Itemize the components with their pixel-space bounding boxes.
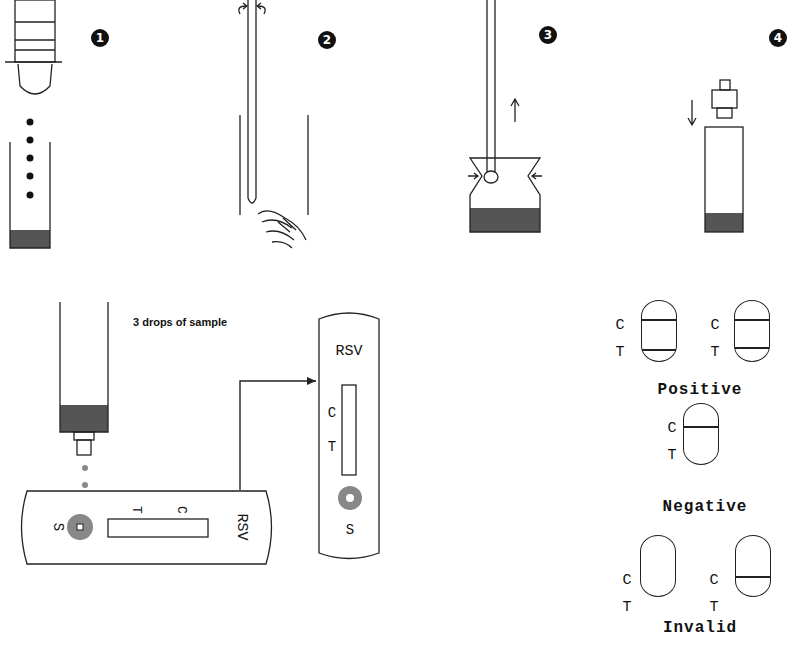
cassette-name: RSV xyxy=(335,344,362,359)
callout-number: 2 xyxy=(318,31,336,49)
cassette-name: RSV xyxy=(234,513,249,540)
tube xyxy=(470,158,540,232)
window-outline xyxy=(734,300,770,362)
window-outline xyxy=(735,535,771,597)
callout-number: 4 xyxy=(769,29,787,47)
control-line-label: C xyxy=(328,406,336,420)
control-line-label: C xyxy=(615,318,624,333)
test-line-label: T xyxy=(622,600,631,615)
window-outline xyxy=(641,300,677,362)
test-line-label: T xyxy=(710,345,719,360)
tube xyxy=(240,115,308,215)
sample-well-label: S xyxy=(346,523,354,537)
window-outline xyxy=(640,535,676,597)
result-band xyxy=(642,319,676,321)
control-line-label: C xyxy=(175,506,188,514)
dropper xyxy=(5,0,62,94)
flow-arrow xyxy=(240,381,316,490)
result-heading: Invalid xyxy=(663,619,737,637)
test-line-label: T xyxy=(130,506,143,514)
result-band xyxy=(642,349,676,351)
callout-number: 1 xyxy=(91,29,109,47)
control-line-label: C xyxy=(710,318,719,333)
test-line-label: T xyxy=(615,345,624,360)
result-window: CT xyxy=(705,535,771,617)
test-line-label: T xyxy=(709,600,718,615)
result-heading: Negative xyxy=(663,498,748,516)
instruction-note: 3 drops of sample xyxy=(133,316,227,328)
result-band xyxy=(735,319,769,321)
result-band xyxy=(735,347,769,349)
result-window: CT xyxy=(663,403,719,465)
result-band xyxy=(736,576,770,578)
window-outline xyxy=(683,403,719,465)
result-band xyxy=(684,426,718,428)
callout-number: 3 xyxy=(539,26,557,44)
result-heading: Positive xyxy=(658,381,743,399)
sample-well-label: S xyxy=(51,523,65,531)
result-window: CT xyxy=(611,300,677,362)
hand xyxy=(258,211,306,248)
result-window: CT xyxy=(706,300,770,362)
tube xyxy=(10,142,50,248)
drops xyxy=(27,119,34,199)
control-line-label: C xyxy=(709,573,718,588)
control-line-label: C xyxy=(667,421,676,436)
test-cassette: RSV C T S xyxy=(318,307,380,565)
result-window: CT xyxy=(618,535,676,617)
test-line-label: T xyxy=(667,448,676,463)
test-line-label: T xyxy=(328,440,336,454)
test-cassette: S T C RSV xyxy=(15,490,278,565)
control-line-label: C xyxy=(622,573,631,588)
